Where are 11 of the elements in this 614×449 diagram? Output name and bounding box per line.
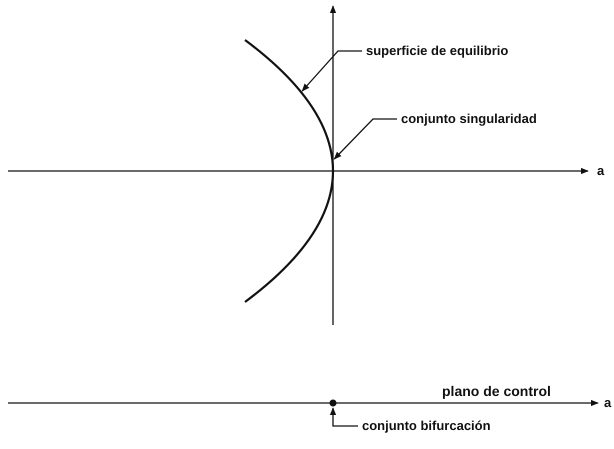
leader-line (302, 50, 362, 92)
axis-label: a (604, 395, 612, 410)
callout-label: conjunto bifurcación (362, 418, 491, 433)
equilibrium-curve (244, 39, 334, 303)
leader-line (330, 407, 358, 427)
axis-label: a (597, 163, 604, 178)
plane-label: plano de control (442, 384, 551, 399)
callout-label: superficie de equilibrio (366, 43, 508, 58)
callout-label: conjunto singularidad (401, 111, 537, 126)
bifurcation-point (330, 400, 336, 406)
leader-line (334, 118, 397, 160)
